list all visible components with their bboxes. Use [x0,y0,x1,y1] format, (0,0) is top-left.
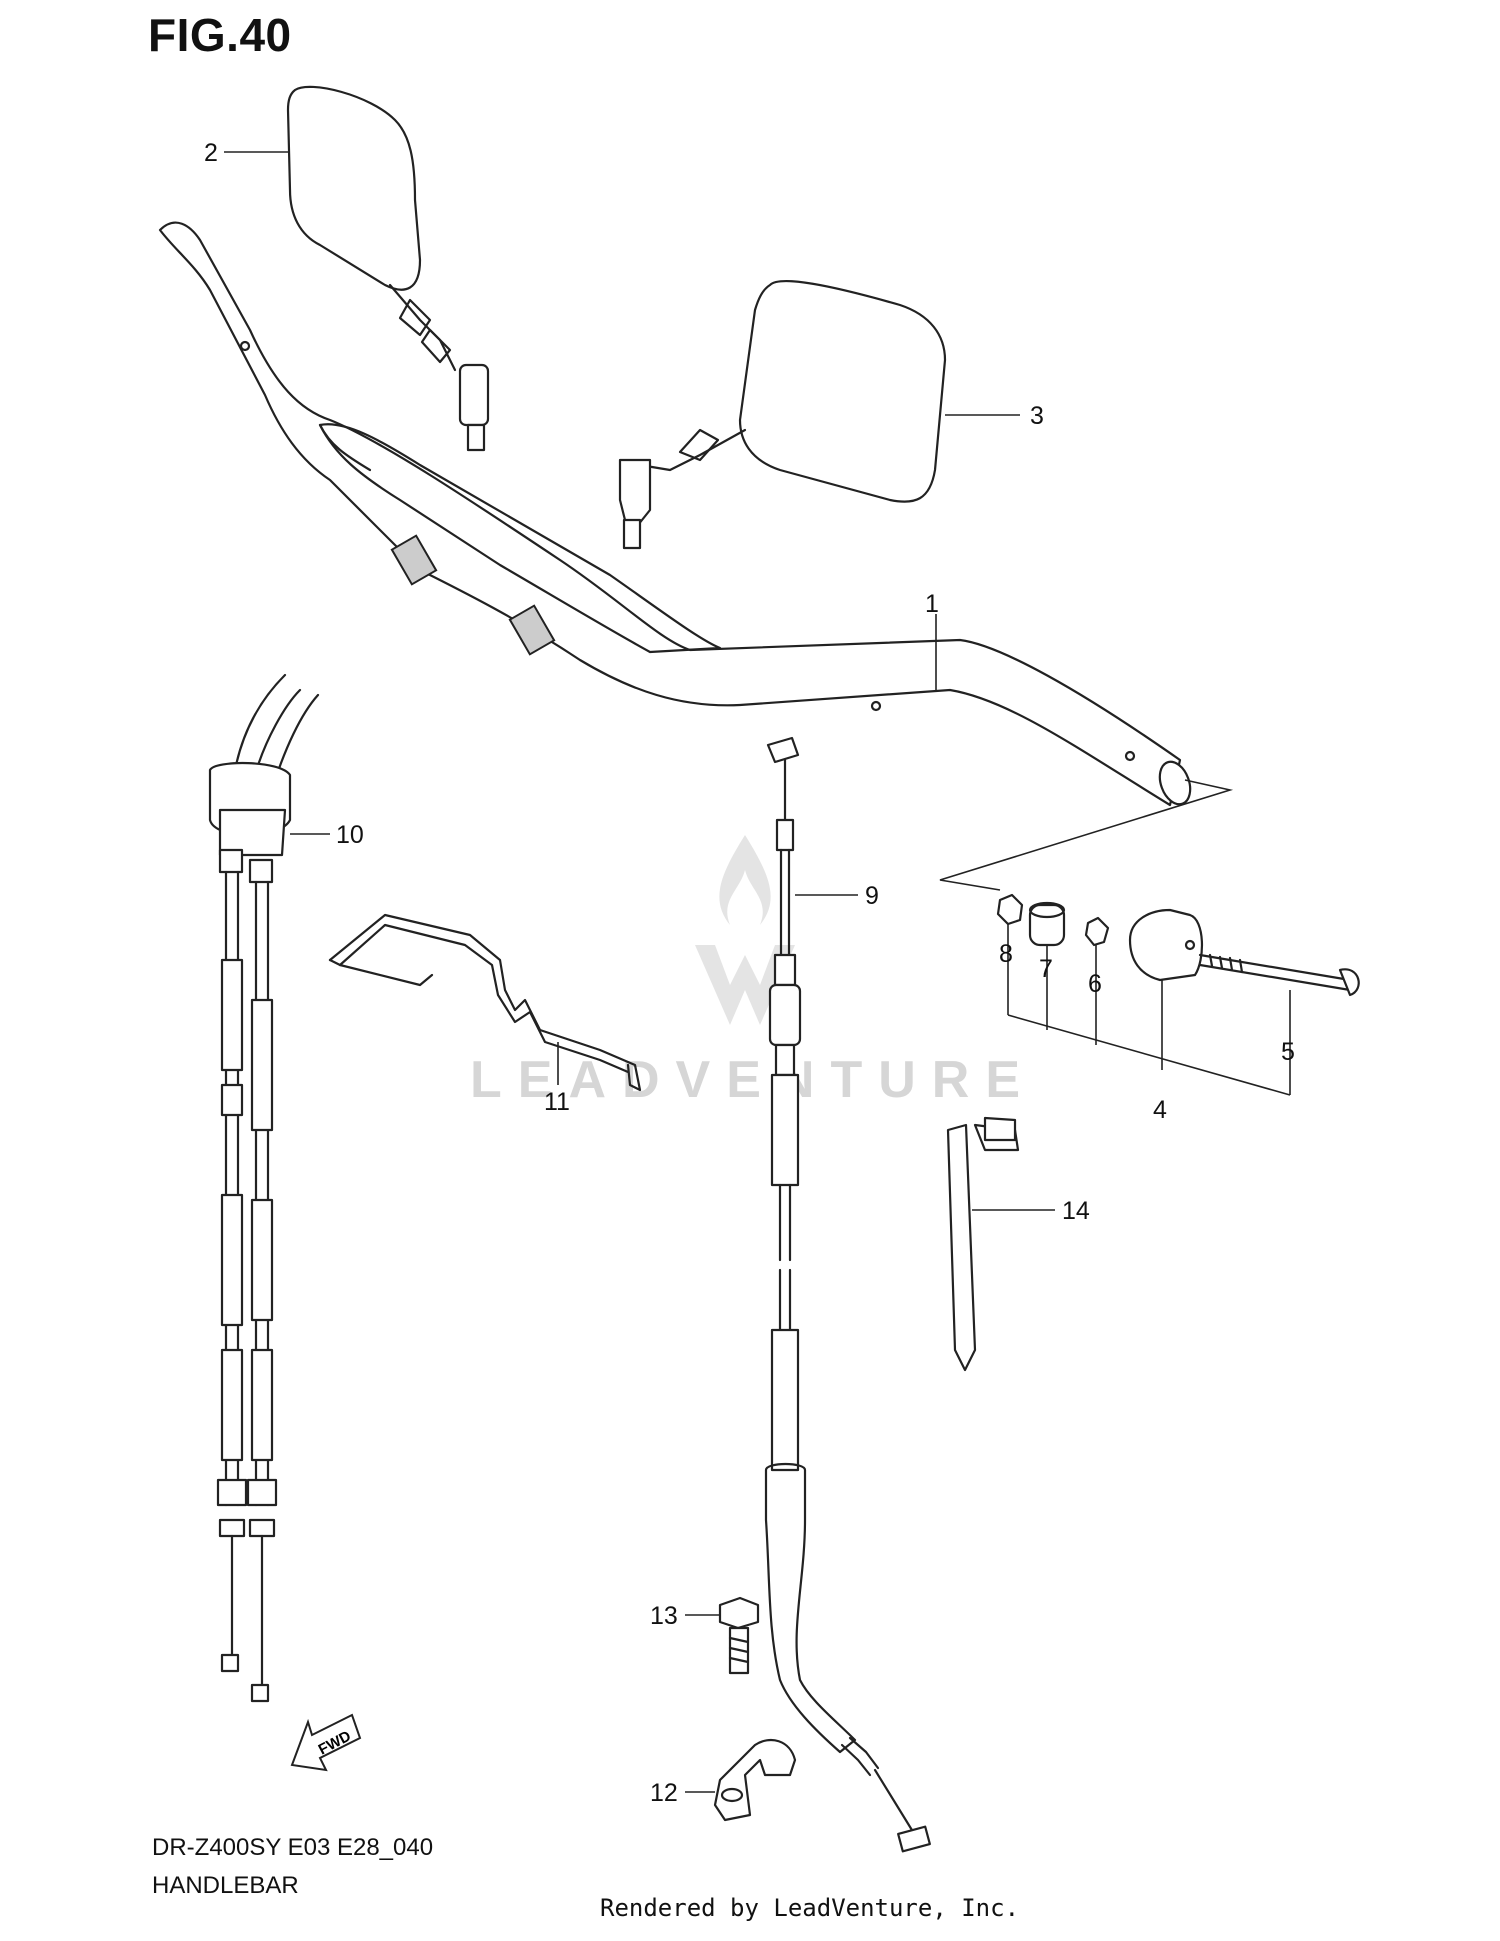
bar-end-spacer-part-7[interactable] [1028,901,1066,947]
model-code: DR-Z400SY E03 E28_040 [152,1834,434,1861]
callout-11: 11 [544,1088,570,1116]
leadventure-logo-watermark [690,830,800,1035]
callout-12: 12 [650,1779,678,1807]
handlebar-part-1[interactable] [158,221,1196,809]
washer-part-6[interactable] [1084,916,1110,947]
throttle-cable-part-10[interactable] [208,673,320,1703]
callout-14: 14 [1062,1197,1090,1225]
callout-2: 2 [204,139,218,167]
bolt-part-5[interactable] [1198,953,1360,997]
callout-4: 4 [1153,1096,1167,1124]
credit-text: Rendered by LeadVenture, Inc. [600,1894,1020,1922]
section-name: HANDLEBAR [152,1872,299,1899]
cable-tie-part-14[interactable] [946,1116,1020,1372]
callout-7: 7 [1039,955,1053,983]
fwd-arrow-icon: FWD [290,1713,362,1772]
left-mirror-part-2[interactable] [286,85,490,452]
watermark-text: LEADVENTURE [470,1051,1037,1109]
clutch-cable-part-9[interactable] [764,736,931,1853]
bolt-part-13[interactable] [718,1596,760,1675]
bar-end-nut-part-8[interactable] [996,893,1024,926]
callout-8: 8 [999,940,1013,968]
callout-9: 9 [865,882,879,910]
callout-13: 13 [650,1602,678,1630]
right-mirror-part-3[interactable] [618,279,947,550]
clamp-part-12[interactable] [713,1738,797,1822]
callout-1: 1 [925,590,939,618]
figure-title: FIG.40 [148,9,292,61]
callout-6: 6 [1088,970,1102,998]
callout-3: 3 [1030,402,1044,430]
wire-guide-part-11[interactable] [328,913,642,1092]
callout-10: 10 [336,821,364,849]
balancer-weight-part-4[interactable] [1128,908,1204,982]
callout-5: 5 [1281,1038,1295,1066]
